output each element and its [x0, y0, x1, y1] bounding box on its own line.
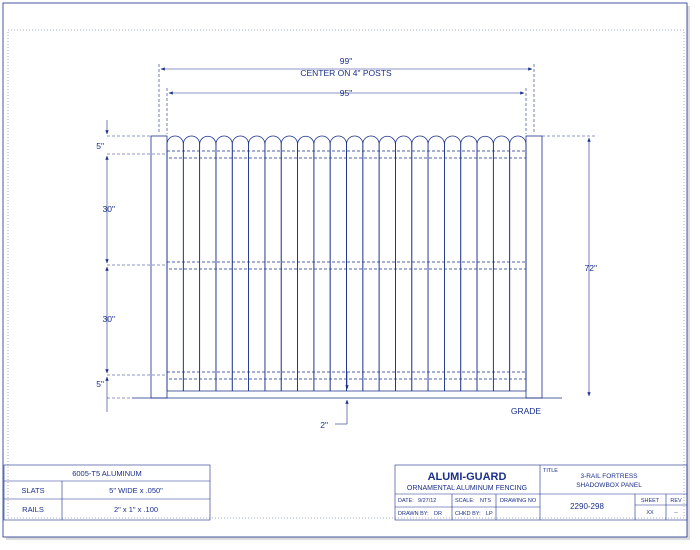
drawing-number-value: 2290-298 [570, 502, 604, 511]
title-block [394, 464, 688, 521]
date-label: DATE: [398, 498, 414, 504]
materials-table [3, 464, 211, 521]
checked-by-label: CHKD BY: [455, 511, 481, 517]
dimensions [105, 64, 596, 425]
top-rail [166, 150, 527, 159]
bottom-rail [166, 371, 527, 380]
drawing-title-line2: SHADOWBOX PANEL [576, 482, 642, 489]
middle-rail [166, 261, 527, 270]
drawn-by-label: DRAWN BY: [398, 511, 429, 517]
rev-label: REV [670, 498, 682, 504]
upper-span-label: 30" [103, 204, 115, 214]
company-subtitle: ORNAMENTAL ALUMINUM FENCING [407, 485, 527, 492]
title-label: TITLE [543, 468, 558, 474]
ground-gap-label: 2" [320, 420, 328, 430]
grade-label: GRADE [511, 406, 542, 416]
top-gap-label: 5" [96, 141, 104, 151]
sheet-label: SHEET [641, 498, 660, 504]
scale-label: SCALE: [455, 498, 475, 504]
drawing-title-line1: 3-RAIL FORTRESS [580, 473, 638, 480]
fence-panel [132, 135, 562, 399]
rev-value: -- [674, 510, 678, 516]
drawn-by-value: DR [434, 511, 442, 517]
checked-by-value: LP [486, 511, 493, 517]
slat-group [166, 135, 527, 391]
slats-label: SLATS [21, 486, 44, 495]
lower-span-label: 30" [103, 314, 115, 324]
slats-value: 5" WIDE x .050" [109, 486, 163, 495]
rails [166, 150, 527, 380]
height-label: 72" [585, 263, 597, 273]
overall-width-note: CENTER ON 4" POSTS [300, 68, 392, 78]
fence-slat [509, 135, 527, 391]
company-name: ALUMI-GUARD [428, 471, 507, 483]
sheet-value: XX [646, 510, 654, 516]
rails-value: 2" x 1" x .100 [114, 505, 158, 514]
date-value: 9/27/12 [418, 498, 436, 504]
overall-width-label: 99" [340, 56, 352, 66]
rails-label: RAILS [22, 505, 44, 514]
inner-width-label: 95" [340, 88, 352, 98]
bottom-gap-label: 5" [96, 379, 104, 389]
drawing-number-label: DRAWING NO [500, 498, 537, 504]
scale-value: NTS [480, 498, 491, 504]
materials-header: 6005-T5 ALUMINUM [72, 469, 142, 478]
